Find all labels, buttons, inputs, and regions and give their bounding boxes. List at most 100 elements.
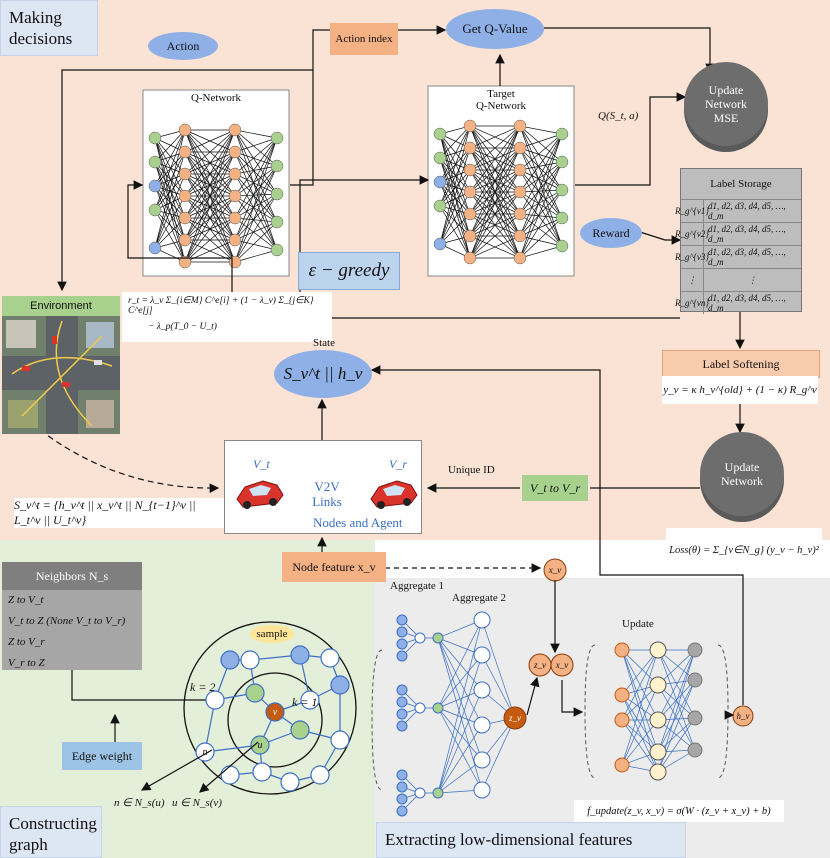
k2-label: k = 2 [190,680,216,694]
agg-node [396,614,408,626]
network-edge [519,169,563,191]
making-decisions-label: Making decisions [0,0,98,56]
agg-node [432,787,444,799]
network-edge [234,221,278,263]
network-edge [519,161,563,259]
network-node [513,207,527,221]
network-edge [439,181,471,237]
network-edge [469,125,521,215]
network-edge [519,125,563,163]
network-edge [469,169,521,259]
node-feature-box: Node feature x_v [282,552,386,582]
network-node [148,179,162,193]
storage-row: ⋮⋮ [681,268,801,291]
update-edge [621,719,659,773]
update-edge [657,649,696,719]
network-node [270,243,284,257]
vt-label: V_t [253,457,270,471]
neighbor-row: Z to V_t [8,594,44,606]
network-edge [519,191,563,219]
storage-row-key: ⋮ [681,269,704,291]
network-node [555,127,569,141]
network-edge [439,205,471,259]
state-label: State [313,337,335,349]
zv-out-node [503,706,527,730]
softening-formula-text: y_v = κ h_v^{old} + (1 − κ) R_g^v [663,384,817,396]
network-edge [184,129,236,219]
network-node [463,229,477,243]
network-edge [439,169,471,245]
agg-node [396,781,408,793]
network-edge [154,151,186,211]
network-edge [469,191,521,259]
update-network: h_v [614,641,754,781]
network-edge [234,137,278,263]
storage-row-key: R_g^{v3} [675,246,709,268]
state-ellipse: S_v^t || h_v [274,350,372,398]
n-in-label: n ∈ N_s(u) [114,797,165,809]
update-edge [621,649,659,753]
agg-node [473,751,491,769]
agg-edge [481,654,516,719]
hv-label: h_v [737,711,750,721]
network-edge [519,217,563,237]
network-edge [184,129,236,241]
network-edge [184,129,236,175]
network-node [178,233,192,247]
graph-node [245,683,265,703]
network-edge [154,209,186,263]
state-vector-formula: S_v^t = {h_v^t || x_v^t || N_{t−1}^v || … [14,498,196,527]
network-edge [439,181,471,215]
network-edge [234,129,278,167]
graph-node [300,690,320,710]
agg-edge [437,619,483,794]
graph-node [280,772,300,792]
network-node [513,141,527,155]
update-edge [621,694,659,753]
agg-edge [437,707,483,761]
graph-node [290,720,310,740]
storage-row-key: R_g^{v1} [675,200,709,222]
update-node [614,712,630,728]
graph-node [220,650,240,670]
network-edge [234,173,278,223]
network-edge [439,147,471,245]
neighbor-row: Z to V_r [8,636,45,648]
network-edge [519,125,563,135]
vr-label: V_r [389,457,407,471]
environment-dashed-arrow [39,429,220,493]
network-edge [469,213,521,259]
update-edge [657,684,696,751]
label-softening-box: Label Softening [662,350,820,378]
target-to-update-arrow [575,92,687,186]
network-edge [519,125,563,219]
network-edge [519,133,563,215]
update-edge [621,649,659,721]
node-n-label: n [203,747,208,758]
network-node [433,175,447,189]
agg-bracket-left [371,649,383,791]
network-edge [519,213,563,219]
network-edge [234,249,278,263]
update-formula: f_update(z_v, x_v) = σ(W · (z_v + x_v) +… [587,805,771,817]
network-edge [234,151,278,195]
target-q-network-graph [433,119,569,265]
action-index-arrow [312,25,447,70]
environment-label: Environment [2,296,120,316]
update-edge [621,719,659,766]
storage-row-key: R_g^{vn} [675,292,709,314]
sample-graph: vun [195,645,350,792]
network-node [513,119,527,133]
agg-node [396,805,408,817]
reward-formula-line2: − λ_p(T_0 − U_t) [148,322,217,332]
agg-node [432,632,444,644]
network-edge [234,195,278,223]
network-node [555,239,569,253]
network-edge [234,217,278,223]
n-arrow [140,749,213,791]
network-edge [154,151,186,187]
network-node [228,211,242,225]
zv-label: z_v [533,660,546,670]
network-node [178,255,192,269]
agg-node [396,626,408,638]
